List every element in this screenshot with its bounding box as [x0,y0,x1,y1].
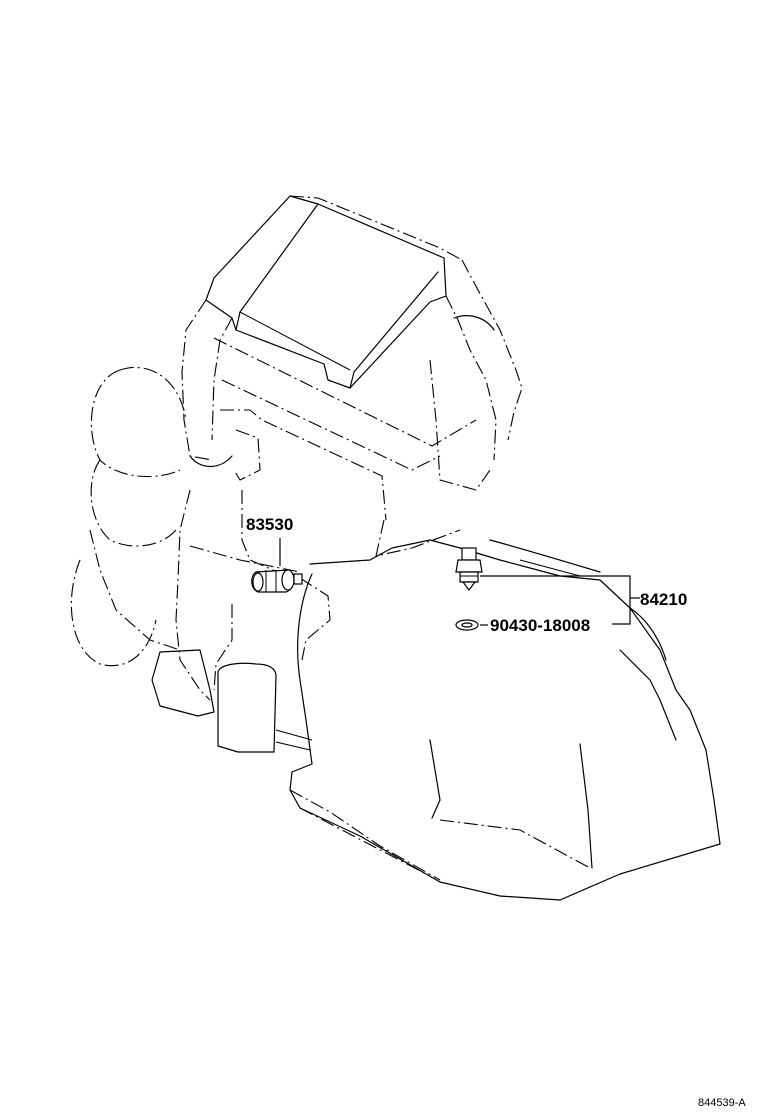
gasket-label: 90430-18008 [490,616,590,635]
oil-pressure-switch-part [455,547,483,591]
figure-reference: 844539-A [698,1097,746,1109]
gasket-part [455,619,479,631]
knock-sensor-part [251,569,303,593]
knock-sensor-label: 83530 [246,515,293,534]
engine-illustration [70,195,721,901]
oil-pressure-switch-label: 84210 [640,590,687,609]
oil-pressure-switch-leader [480,575,631,625]
